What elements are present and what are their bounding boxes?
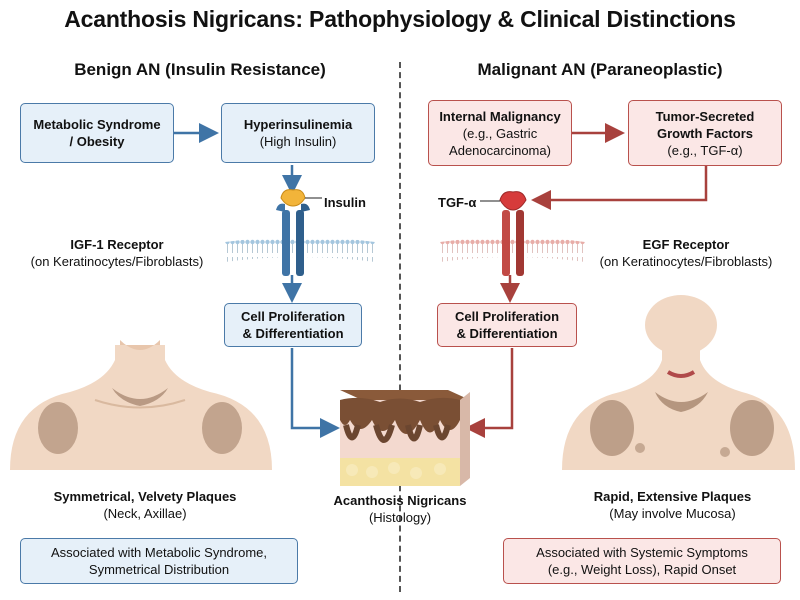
histology-line2: (Histology): [368, 510, 432, 525]
hyperinsulinemia-box: Hyperinsulinemia (High Insulin): [221, 103, 375, 163]
egf-receptor-line2: (on Keratinocytes/Fibroblasts): [599, 254, 773, 269]
benign-clinical-label: Symmetrical, Velvety Plaques (Neck, Axil…: [15, 488, 275, 522]
benign-heading: Benign AN (Insulin Resistance): [74, 60, 326, 79]
malignant-clinical-line1: Rapid, Extensive Plaques: [593, 489, 752, 504]
malignant-proliferation-line2: & Differentiation: [456, 326, 558, 341]
internal-malignancy-line1: Internal Malignancy: [439, 108, 561, 124]
metabolic-syndrome-line2: / Obesity: [69, 134, 125, 149]
malignant-neck-illustration: [562, 295, 795, 470]
malignant-summary-line2: (e.g., Weight Loss), Rapid Onset: [547, 562, 737, 577]
benign-proliferation-line1: Cell Proliferation: [240, 309, 346, 324]
tgf-alpha-ligand: [480, 191, 527, 211]
benign-clinical-line1: Symmetrical, Velvety Plaques: [53, 489, 237, 504]
igf1-receptor-line1: IGF-1 Receptor: [70, 237, 164, 252]
malignant-clinical-line2: (May involve Mucosa): [609, 506, 736, 521]
internal-malignancy-line2: (e.g., Gastric: [462, 125, 538, 141]
malignant-summary-line1: Associated with Systemic Symptoms: [536, 545, 748, 560]
igf1-receptor-graphic: [225, 203, 375, 276]
hyperinsulinemia-line1: Hyperinsulinemia: [243, 117, 353, 132]
malignant-proliferation-line1: Cell Proliferation: [454, 309, 560, 324]
malignant-clinical-label: Rapid, Extensive Plaques (May involve Mu…: [560, 488, 785, 522]
benign-proliferation-box: Cell Proliferation & Differentiation: [224, 303, 362, 347]
benign-summary-box: Associated with Metabolic Syndrome, Symm…: [20, 538, 298, 584]
metabolic-syndrome-box: Metabolic Syndrome / Obesity: [20, 103, 174, 163]
growth-factors-line1: Tumor-Secreted: [655, 108, 755, 124]
insulin-ligand: [280, 189, 322, 207]
internal-malignancy-line3: Adenocarcinoma): [449, 142, 551, 158]
igf1-receptor-line2: (on Keratinocytes/Fibroblasts): [30, 254, 204, 269]
page-title: Acanthosis Nigricans: Pathophysiology & …: [64, 6, 736, 32]
igf1-receptor-label: IGF-1 Receptor (on Keratinocytes/Fibrobl…: [8, 236, 226, 270]
egf-receptor-graphic: [440, 210, 585, 276]
benign-neck-illustration: [10, 340, 272, 470]
benign-summary-line1: Associated with Metabolic Syndrome,: [50, 545, 268, 560]
egf-receptor-line1: EGF Receptor: [642, 237, 730, 252]
internal-malignancy-box: Internal Malignancy (e.g., Gastric Adeno…: [428, 100, 572, 166]
histology-line1: Acanthosis Nigricans: [333, 493, 467, 508]
malignant-heading: Malignant AN (Paraneoplastic): [477, 60, 723, 79]
benign-arrows: [174, 123, 340, 438]
histology-label: Acanthosis Nigricans (Histology): [312, 492, 488, 526]
growth-factors-line2: Growth Factors: [656, 125, 754, 141]
benign-summary-line2: Symmetrical Distribution: [88, 562, 230, 577]
egf-receptor-label: EGF Receptor (on Keratinocytes/Fibroblas…: [578, 236, 794, 270]
center-divider: [399, 62, 401, 592]
tgf-alpha-label: TGF-α: [438, 195, 477, 210]
benign-clinical-line2: (Neck, Axillae): [103, 506, 187, 521]
histology-illustration: [340, 390, 470, 486]
benign-proliferation-line2: & Differentiation: [242, 326, 344, 341]
insulin-label: Insulin: [324, 195, 366, 210]
growth-factors-box: Tumor-Secreted Growth Factors (e.g., TGF…: [628, 100, 782, 166]
metabolic-syndrome-line1: Metabolic Syndrome: [33, 117, 161, 132]
growth-factors-line3: (e.g., TGF-α): [667, 142, 743, 158]
malignant-summary-box: Associated with Systemic Symptoms (e.g.,…: [503, 538, 781, 584]
malignant-arrows: [465, 123, 708, 438]
malignant-proliferation-box: Cell Proliferation & Differentiation: [437, 303, 577, 347]
hyperinsulinemia-line2: (High Insulin): [259, 134, 337, 149]
